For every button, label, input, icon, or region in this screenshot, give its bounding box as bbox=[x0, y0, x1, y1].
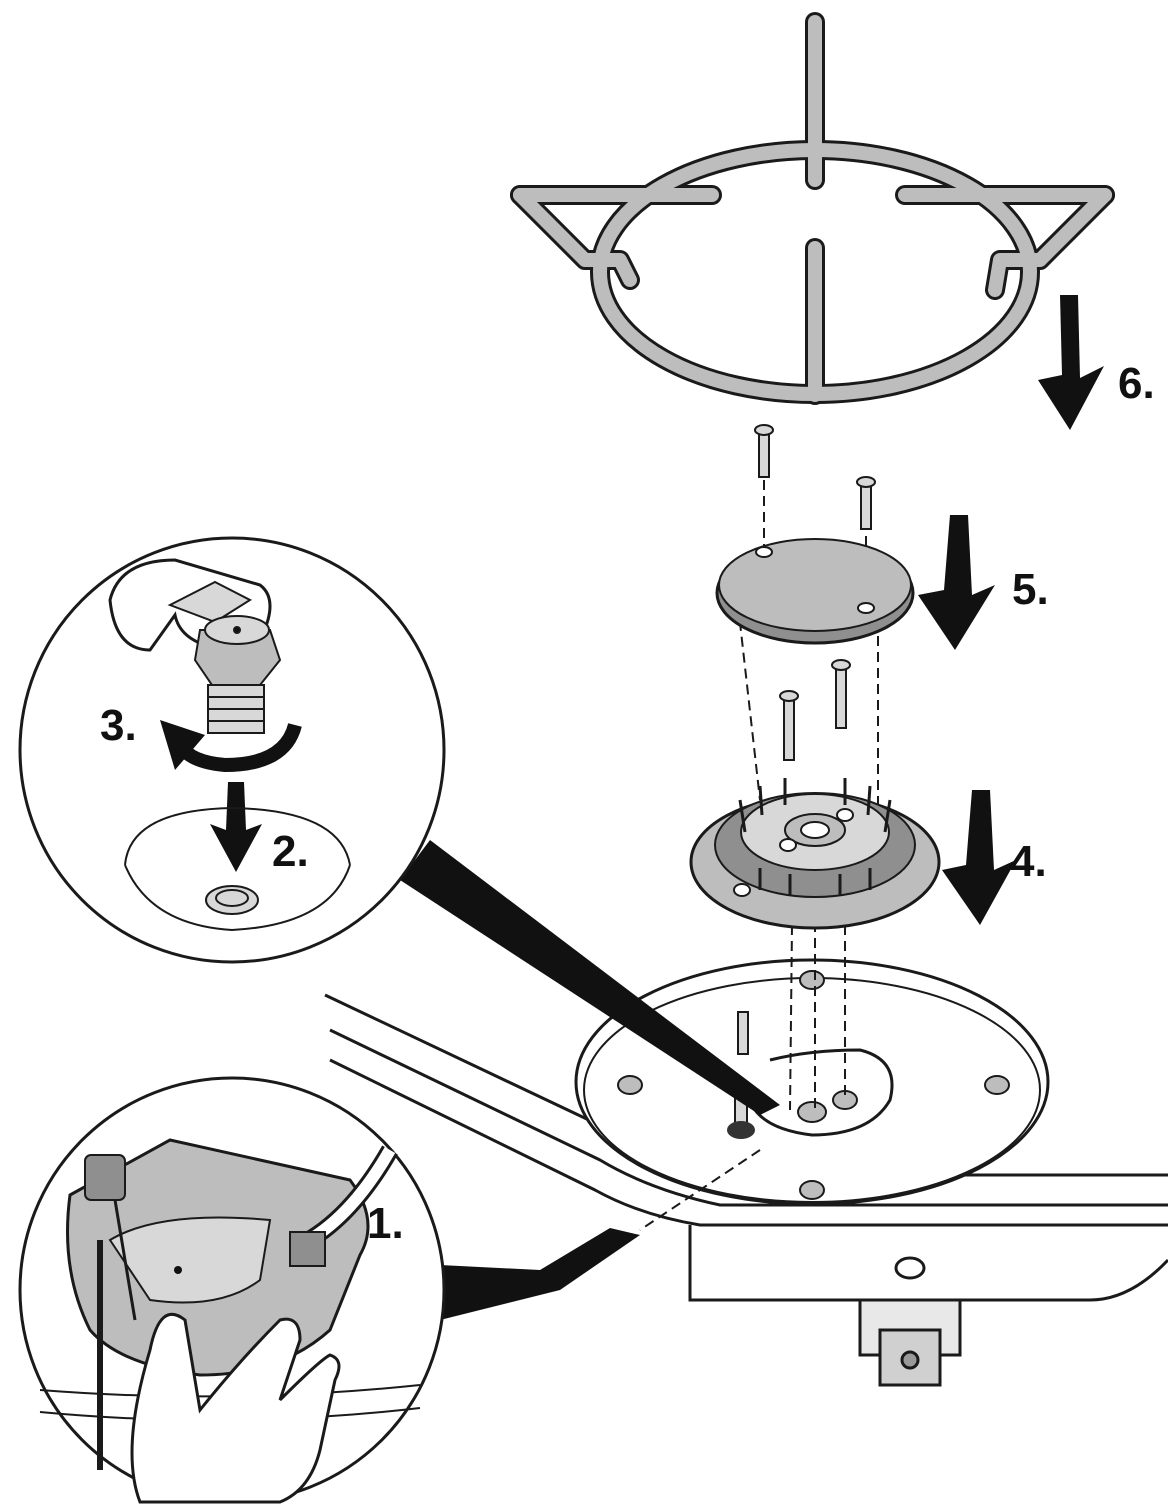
step-4-arrow bbox=[942, 790, 1016, 925]
pan-support-grate bbox=[510, 12, 1115, 405]
injector-socket bbox=[124, 806, 351, 932]
down-arrow-icon bbox=[942, 790, 1016, 925]
counterclockwise-arrow-icon bbox=[160, 720, 302, 773]
detail-view-injector bbox=[18, 536, 446, 964]
detail-callout-pointer-lower bbox=[440, 1228, 640, 1320]
down-arrow-icon bbox=[1038, 295, 1104, 430]
burner-cap bbox=[715, 538, 915, 645]
step-1-label: 1. bbox=[367, 1199, 404, 1248]
screw-icon bbox=[779, 659, 851, 761]
hand-icon bbox=[130, 1312, 341, 1504]
gas-injector-nozzle bbox=[193, 615, 282, 734]
step-6-label: 6. bbox=[1118, 359, 1155, 408]
detail-view-valve bbox=[18, 1076, 446, 1504]
down-arrow-icon bbox=[918, 515, 995, 650]
base-plate-screw-heads bbox=[617, 970, 1010, 1200]
cooktop-frame bbox=[324, 993, 1168, 1387]
step-5-label: 5. bbox=[1012, 565, 1049, 614]
screw-icon bbox=[754, 424, 876, 530]
burner-base-plate bbox=[574, 958, 1050, 1206]
step-5-arrow bbox=[918, 515, 995, 650]
down-arrow-icon bbox=[210, 782, 262, 872]
screwdriver-icon bbox=[84, 1154, 137, 1470]
step-4-label: 4. bbox=[1010, 837, 1047, 886]
burner-crown bbox=[689, 778, 941, 930]
step-6-arrow bbox=[1038, 295, 1104, 430]
step-2-label: 2. bbox=[272, 827, 309, 876]
detail-callout-pointer-upper bbox=[400, 840, 780, 1115]
step-3-label: 3. bbox=[100, 701, 137, 750]
